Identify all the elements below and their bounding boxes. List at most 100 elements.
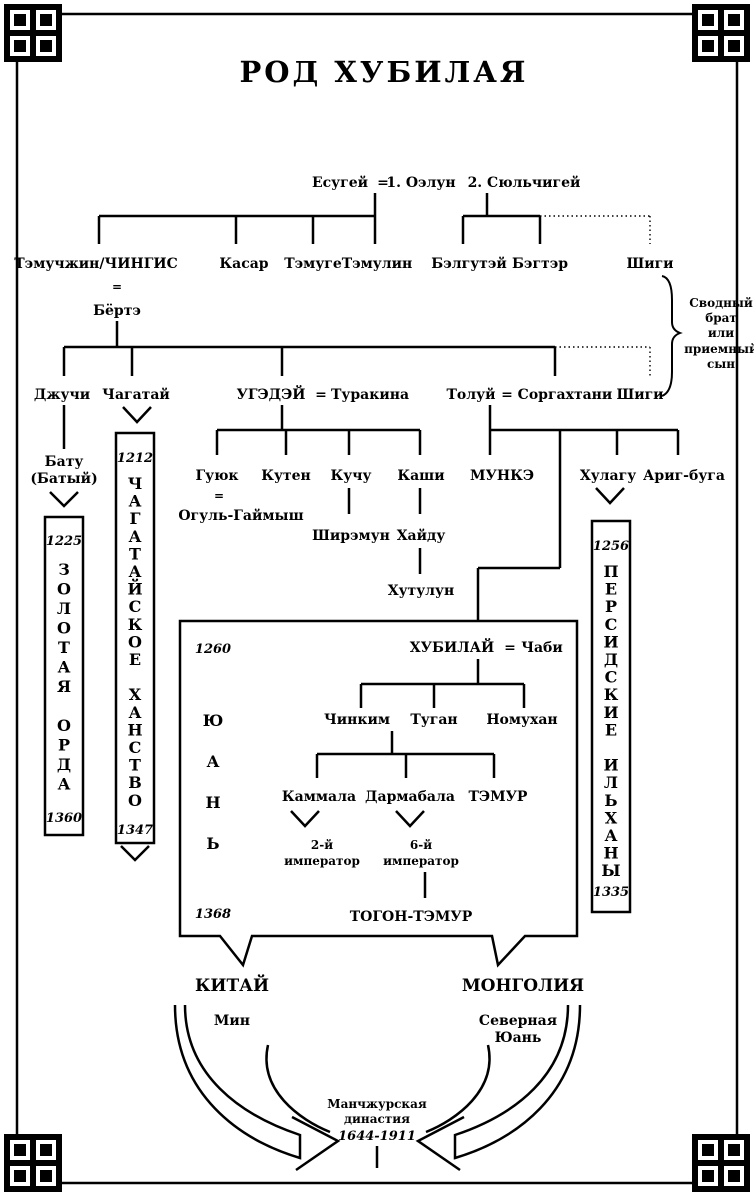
node-kaidu: Хайду — [397, 527, 446, 544]
vertical-letter: Ы — [601, 861, 620, 880]
end-year: 1368 — [195, 907, 231, 922]
node-temulin: Тэмулин — [342, 256, 413, 272]
vertical-letter: С — [129, 597, 142, 616]
node-chinkim: Чинким — [324, 712, 390, 728]
arrow-down-icon — [120, 845, 150, 862]
chart-title: РОД ХУБИЛАЯ — [239, 55, 528, 89]
node-belgutei: Бэлгутэй — [431, 255, 506, 272]
vertical-letter: С — [605, 615, 618, 634]
vertical-letter: Х — [605, 808, 618, 827]
vertical-letter: Д — [57, 755, 71, 774]
connectors-tolui — [476, 405, 680, 621]
vertical-letter: К — [128, 615, 143, 634]
side-note-line: или — [708, 326, 734, 340]
page-frame — [15, 12, 739, 1185]
marriage-sign: = — [214, 489, 224, 503]
node-darmabala: Дармабала — [365, 789, 455, 805]
vertical-letter: О — [57, 716, 71, 735]
vertical-letter: Р — [605, 597, 617, 616]
yuan-frame — [178, 619, 579, 968]
node-nomukhan: Номухан — [486, 712, 557, 728]
label-mongolia: МОНГОЛИЯ — [462, 976, 584, 996]
emperor-label: император — [383, 854, 459, 868]
vertical-letter: И — [603, 632, 618, 651]
khanate-frame — [590, 519, 632, 914]
corner-ornament-top-left — [4, 4, 62, 62]
khanate-frame — [43, 515, 85, 837]
node-kuten: Кутен — [261, 468, 311, 484]
vertical-letter: Т — [129, 544, 141, 563]
marriage-sign: = — [112, 280, 122, 294]
start-year: 1256 — [593, 539, 629, 554]
vertical-letter: А — [206, 752, 219, 771]
vertical-letter: О — [128, 791, 142, 810]
marriage-sign: = — [377, 175, 389, 191]
node-temujin-chingis: Тэмучжин/ЧИНГИС — [14, 256, 177, 272]
arrow-down-icon — [290, 810, 320, 828]
marriage-sign: = — [504, 640, 516, 656]
node-batu: Бату — [45, 454, 84, 470]
end-year: 1360 — [46, 811, 82, 826]
label-ming: Мин — [214, 1013, 250, 1029]
vertical-letter: Л — [604, 773, 618, 792]
vertical-letter: А — [604, 826, 617, 845]
node-begter: Бэгтэр — [512, 256, 568, 272]
vertical-letter: Ь — [206, 834, 219, 853]
arrow-down-icon — [122, 406, 152, 424]
side-note-line: Сводный — [689, 296, 753, 310]
corner-ornament-bottom-right — [692, 1134, 750, 1192]
vertical-letter: Г — [129, 509, 140, 528]
node-guyuk: Гуюк — [195, 468, 238, 484]
node-kubilai: ХУБИЛАЙ — [410, 637, 494, 656]
vertical-letter: С — [605, 668, 618, 687]
vertical-letter: К — [604, 685, 619, 704]
start-year: 1225 — [46, 534, 82, 549]
marriage-sign: = — [315, 387, 327, 403]
end-year: 1347 — [117, 823, 153, 838]
end-year: 1335 — [593, 885, 629, 900]
vertical-letter: Е — [605, 720, 617, 739]
node-kammala: Каммала — [282, 789, 356, 805]
node-shigi-gen2: Шиги — [626, 256, 673, 272]
node-chabi: Чаби — [521, 640, 563, 656]
node-kuchu: Кучу — [331, 468, 372, 484]
vertical-letter: О — [128, 632, 142, 651]
side-note: Сводный брат или приемный сын — [661, 275, 754, 397]
vertical-letter: З — [58, 560, 70, 579]
node-turakina: Туракина — [331, 387, 409, 403]
connectors-gen2-gen3 — [62, 321, 651, 376]
connectors-gen1-gen2 — [97, 193, 651, 244]
vertical-letter: Й — [127, 578, 142, 599]
vertical-letter: Е — [605, 580, 617, 599]
node-shigi-gen3: Шиги — [616, 387, 663, 403]
vertical-letter: Х — [129, 685, 142, 704]
node-chagatai: Чагатай — [102, 386, 170, 403]
brace — [661, 275, 683, 397]
curved-arrow-right — [415, 1004, 582, 1172]
vertical-letter: А — [128, 562, 141, 581]
side-note-line: брат — [705, 311, 737, 325]
vertical-letter: П — [603, 562, 618, 581]
label-north-yuan-2: Юань — [495, 1030, 542, 1046]
emperor-label: император — [284, 854, 360, 868]
emperor-label: 6-й — [410, 838, 432, 852]
node-ogul-gaimysh: Огуль-Гаймыш — [178, 507, 303, 524]
vertical-letter: Т — [58, 638, 70, 657]
start-year: 1212 — [117, 451, 153, 466]
vertical-letter: С — [129, 738, 142, 757]
khanate-frame — [114, 431, 156, 845]
vertical-letter: Д — [604, 650, 618, 669]
corner-ornament-bottom-left — [4, 1134, 62, 1192]
vertical-letter: Н — [205, 793, 220, 812]
label-manchu-1: Манчжурская — [327, 1097, 427, 1111]
start-year: 1260 — [195, 642, 231, 657]
vertical-letter: Н — [603, 844, 618, 863]
node-togon-temur: ТОГОН-ТЭМУР — [350, 909, 473, 925]
node-kashi: Каши — [397, 468, 444, 484]
node-temuge: Тэмуге — [284, 256, 342, 272]
node-batu-alt: (Батый) — [30, 470, 97, 487]
